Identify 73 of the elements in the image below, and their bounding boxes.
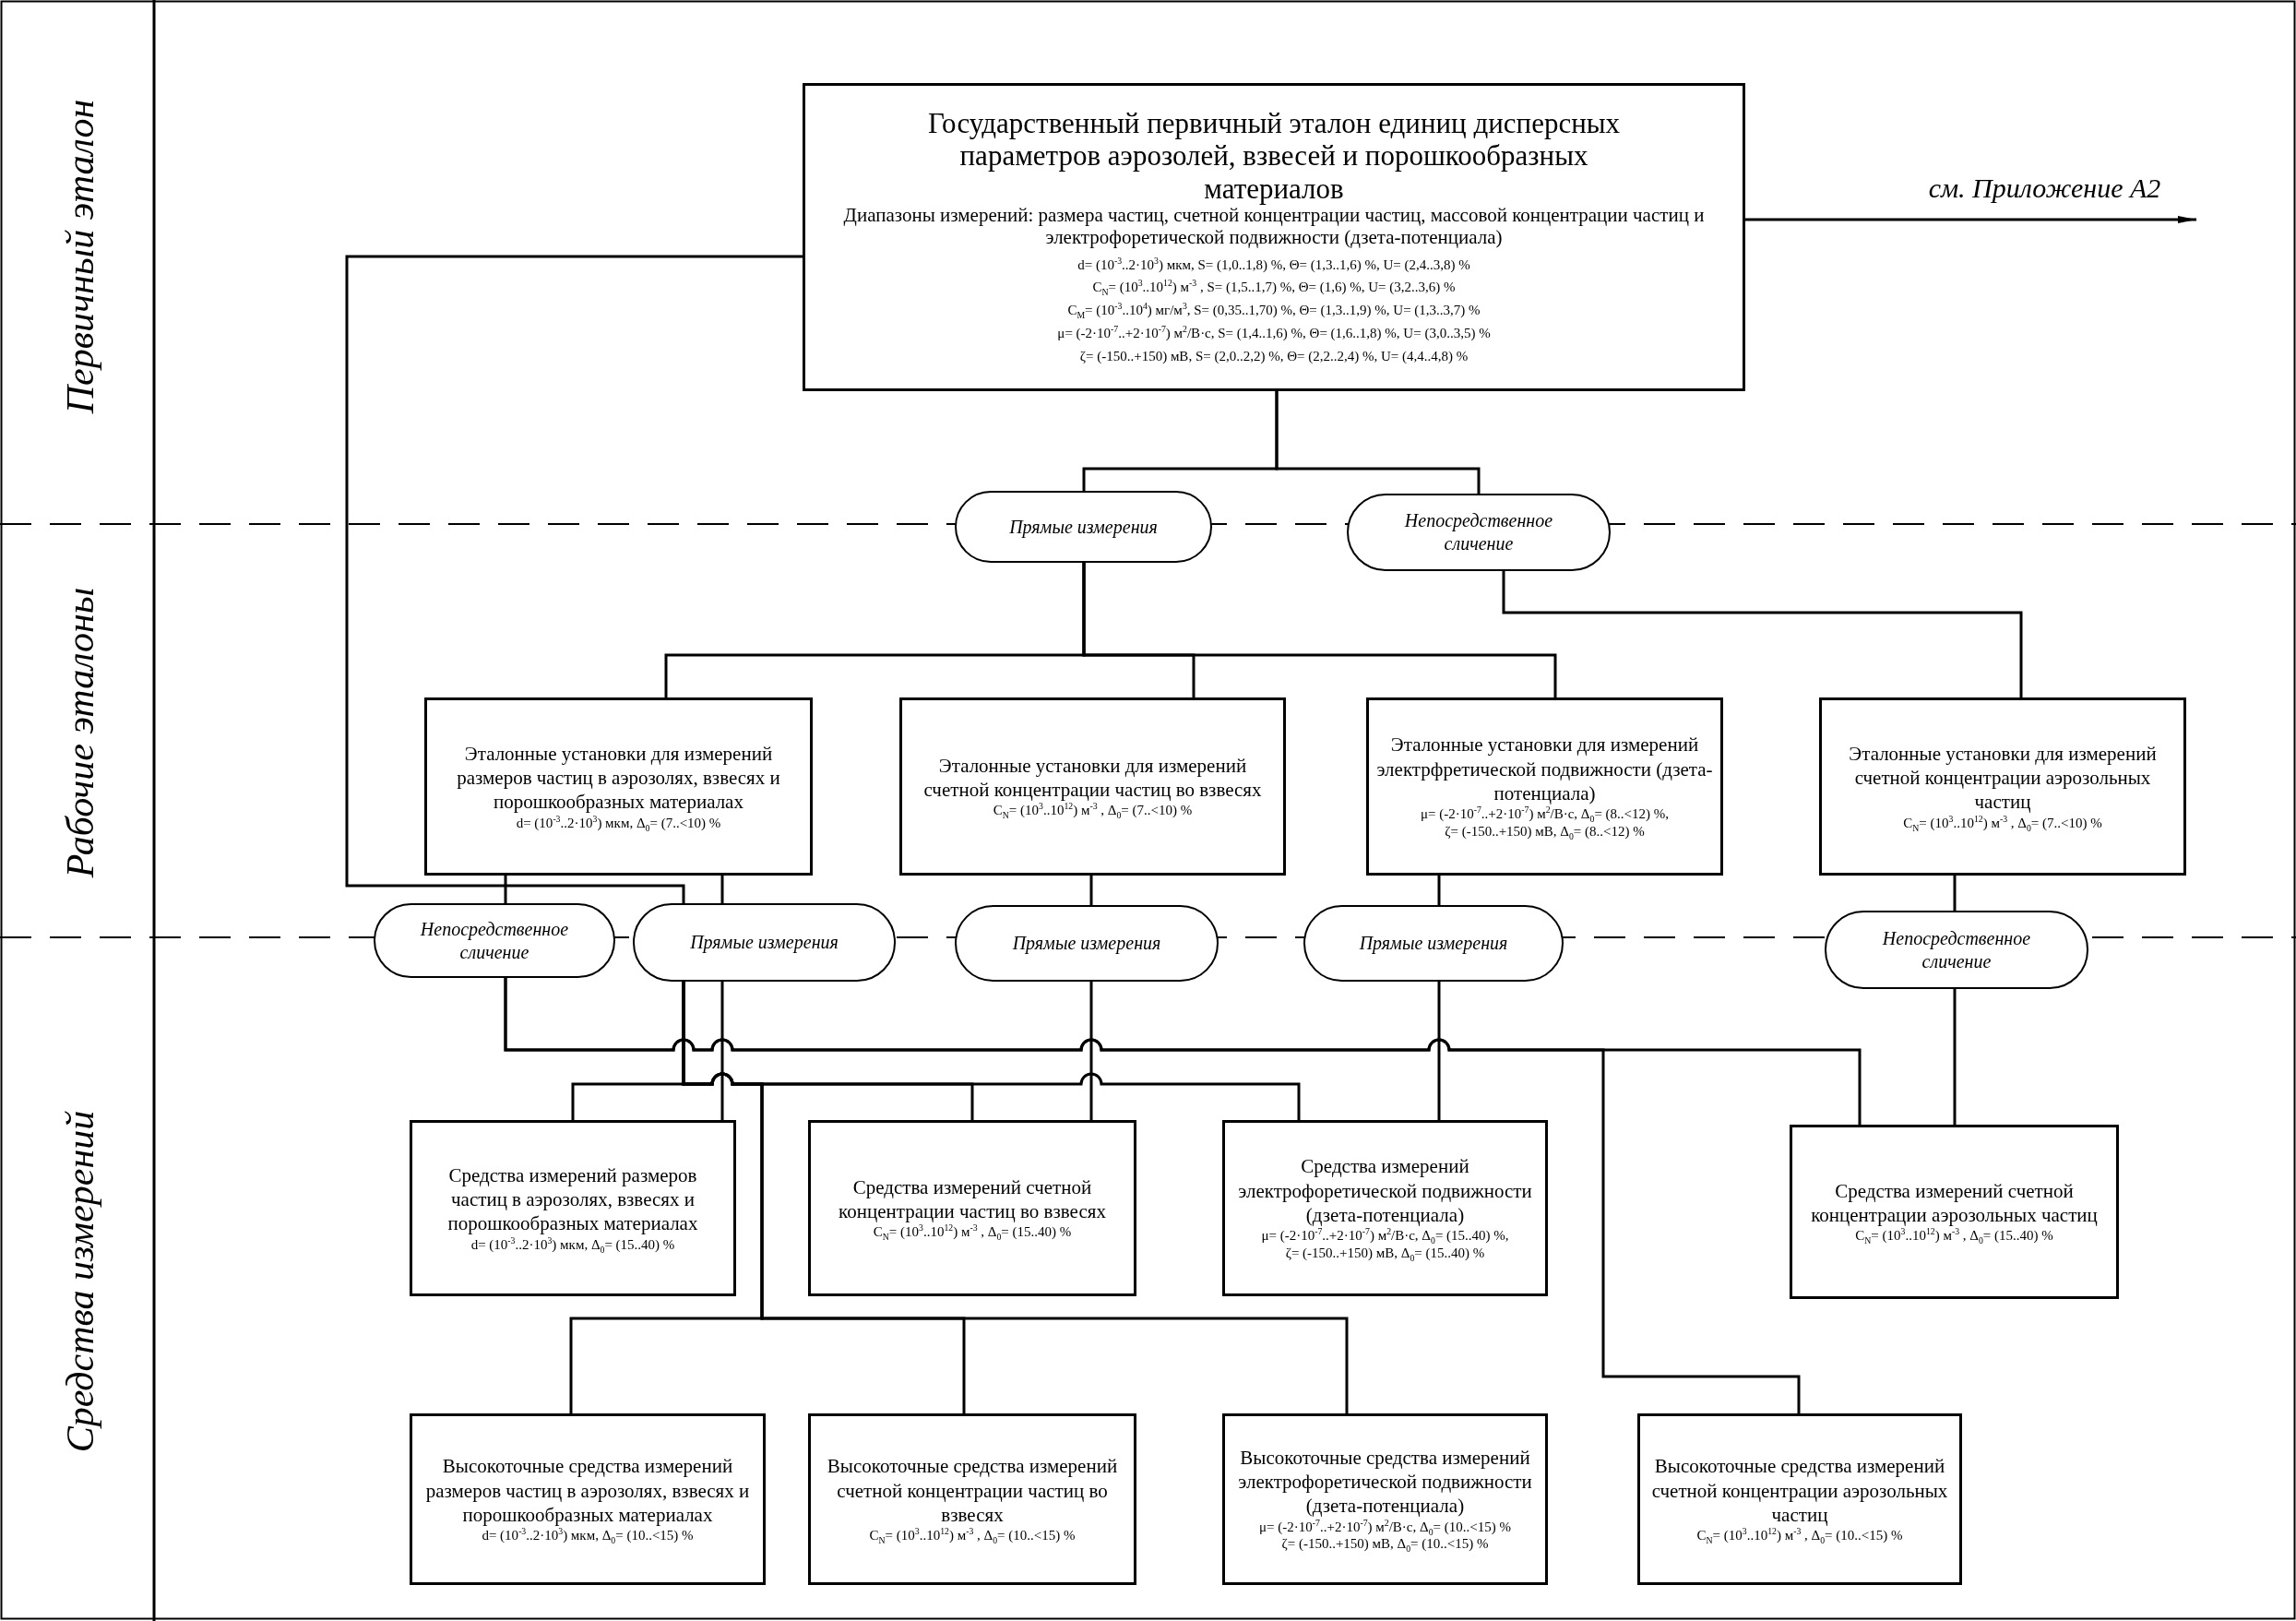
standard-box [1819,697,2186,876]
method-label: Прямые измерения [690,931,839,954]
connector-line [1082,563,1557,697]
formula-text: C$_{N}$= (10$^{3}$..10$^{12}$) м$^{-3}$ , Δ$_{0}$= (7..<10) % [993,802,1193,820]
formula-text: d= (10$^{-3}$..2·10$^{3}$) мкм, Δ$_{0}$= (10..<15) % [482,1527,694,1544]
standard-box [899,697,1286,876]
formula-text: C$_{N}$= (10$^{3}$..10$^{12}$) м$^{-3}$ , Δ$_{0}$= (10..<15) % [1696,1527,1903,1544]
connector-line [345,255,803,903]
formula-text: C$_{N}$= (10$^{3}$..10$^{12}$) м$^{-3}$ , Δ$_{0}$= (15..40) % [873,1223,1072,1242]
standard-box [410,1120,736,1296]
box-title: Средства измерений электрофоретической подвижности (дзета-потенциала) [1237,1154,1533,1228]
method-label: Непосредственное сличение [1881,926,2032,973]
connector-line [1502,571,2023,697]
method-label: Прямые измерения [1009,515,1158,539]
formula-text: d= (10$^{-3}$..2·10$^{3}$) мкм, Δ$_{0}$= (7..<10) % [516,814,721,832]
connector-line [504,876,507,903]
formula-text: ζ= (-150..+150) мВ, Δ$_{0}$= (10..<15) % [1281,1535,1489,1554]
connector-line [720,982,724,1120]
formula-text: ζ= (-150..+150) мВ, Δ$_{0}$= (8..<12) % [1445,822,1645,840]
standard-box [424,697,813,876]
formula-text: d= (10$^{-3}$..2·10$^{3}$) мкм, Δ$_{0}$= (15..40) % [470,1235,675,1254]
standard-box [1366,697,1723,876]
band-label: Средства измерений [58,1110,102,1453]
box-title: Средства измерений счетной концентрации аэрозольных частиц [1810,1178,2099,1228]
connector-line [1953,876,1957,911]
box-title: Эталонные установки для измерений размеров частиц в аэрозолях, взвесях и порошкообразных материалах [456,741,781,815]
method-label: Прямые измерения [1012,932,1161,955]
formula-text: μ= (-2·10$^{-7}$..+2·10$^{-7}$) м$^{2}$/В·с, Δ$_{0}$= (8..<12) %, [1420,805,1670,823]
connector-line [1953,989,1957,1125]
method-label: Непосредственное сличение [419,917,570,964]
range-description: Диапазоны измерений: размера частиц, счетной концентрации частиц, массовой концентрации частиц и электрофоретической подвижности (дзета-потенциала) [842,205,1706,248]
box-title: Высокоточные средства измерений счетной концентрации частиц во взвесях [826,1454,1119,1527]
box-title: Средства измерений размеров частиц в аэрозолях, взвесях и порошкообразных материалах [446,1162,699,1236]
connector-line [1275,391,1481,494]
formula-text: μ= (-2·10$^{-7}$..+2·10$^{-7}$) м$^{2}$/В·с, Δ$_{0}$= (15..40) %, [1261,1227,1509,1245]
standard-box [803,83,1745,391]
formula-text: d= (10$^{-3}$..2·10$^{3}$) мкм, S= (1,0..1,8) %, Θ= (1,3..1,6) %, U= (2,4..3,8) % [1077,254,1470,274]
formula-text: ζ= (-150..+150) мВ, S= (2,0..2,2) %, Θ= (2,2..2,4) %, U= (4,4..4,8) % [1079,347,1469,365]
connector-line [1437,982,1441,1120]
box-title: Высокоточные средства измерений счетной концентрации аэрозольных частиц [1650,1454,1949,1527]
band-label: Первичный эталон [58,99,102,414]
standard-box [1637,1413,1962,1585]
formula-text: μ= (-2·10$^{-7}$..+2·10$^{-7}$) м$^{2}$/В·с, Δ$_{0}$= (10..<15) % [1259,1518,1511,1536]
box-title: Высокоточные средства измерений размеров частиц в аэрозолях, взвесях и порошкообразных материалах [424,1454,751,1527]
box-title: Эталонные установки для измерений счетной концентрации частиц во взвесях [922,753,1263,803]
band-label: Рабочие эталоны [58,587,102,878]
standard-box [1222,1413,1548,1585]
standard-box [808,1120,1136,1296]
formula-text: C$_{N}$= (10$^{3}$..10$^{12}$) м$^{-3}$ , Δ$_{0}$= (15..40) % [1855,1227,2053,1246]
formula-text: C$_{N}$= (10$^{3}$..10$^{12}$) м$^{-3}$ , S= (1,5..1,7) %, Θ= (1,6) %, U= (3,2..3,6) % [1092,277,1456,300]
connector-line [720,876,724,903]
arrow [1745,216,2196,223]
box-title: Государственный первичный эталон единиц дисперсных параметров аэрозолей, взвесей и порошкообразных материалов [926,106,1622,206]
connector-line [1437,876,1441,905]
box-title: Эталонные установки для измерений электрфретической подвижности (дзета-потенциала) [1376,733,1713,806]
standard-box [1222,1120,1548,1296]
method-label: Непосредственное сличение [1403,509,1554,555]
standard-box [410,1413,766,1585]
formula-text: C$_{N}$= (10$^{3}$..10$^{12}$) м$^{-3}$ , Δ$_{0}$= (7..<10) % [1903,814,2102,832]
formula-text: ζ= (-150..+150) мВ, Δ$_{0}$= (15..40) % [1285,1244,1485,1262]
connector-line [504,978,1801,1413]
connector-line [1089,876,1093,905]
box-title: Средства измерений счетной концентрации частиц во взвесях [838,1174,1107,1224]
standard-box [808,1413,1136,1585]
formula-text: C$_{N}$= (10$^{3}$..10$^{12}$) м$^{-3}$ , Δ$_{0}$= (10..<15) % [869,1527,1076,1544]
formula-text: μ= (-2·10$^{-7}$..+2·10$^{-7}$) м$^{2}$/В·с, S= (1,4..1,6) %, Θ= (1,6..1,8) %, U= (3,0..3,5) % [1057,322,1491,342]
edge-label: см. Приложение А2 [1928,173,2161,204]
connector-line [1089,982,1093,1120]
formula-text: C$_{M}$= (10$^{-3}$..10$^{4}$) мг/м$^{3}$, S= (0,35..1,70) %, Θ= (1,3..1,9) %, U= (1,3..3,7) % [1067,300,1481,322]
standard-box [1790,1125,2119,1299]
box-title: Эталонные установки для измерений счетной концентрации аэрозольных частиц [1848,741,2158,815]
box-title: Высокоточные средства измерений электрофоретической подвижности (дзета-потенциала) [1237,1445,1533,1519]
method-label: Прямые измерения [1359,932,1508,955]
